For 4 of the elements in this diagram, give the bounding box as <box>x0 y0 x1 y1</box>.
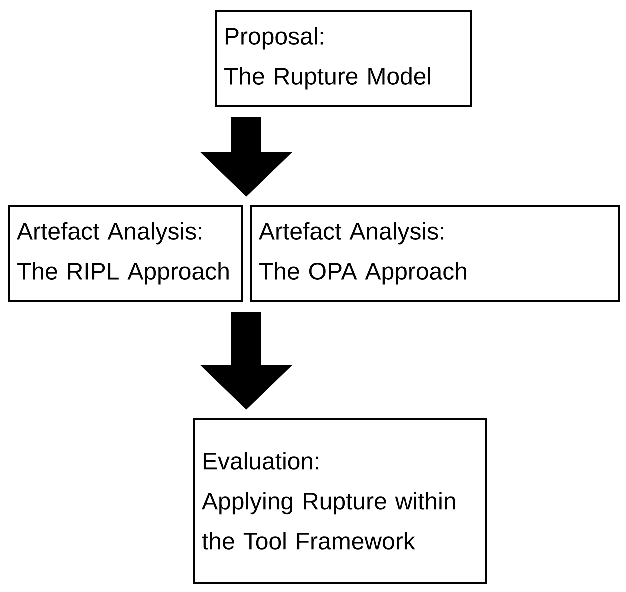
text-box: Evaluation: Applying Rupture within the Tool Framework <box>193 418 487 584</box>
text-box: Artefact Analysis: The OPA Approach <box>250 205 620 302</box>
text-box: Artefact Analysis: The RIPL Approach <box>8 205 243 302</box>
text-box: Proposal: The Rupture Model <box>215 10 472 107</box>
